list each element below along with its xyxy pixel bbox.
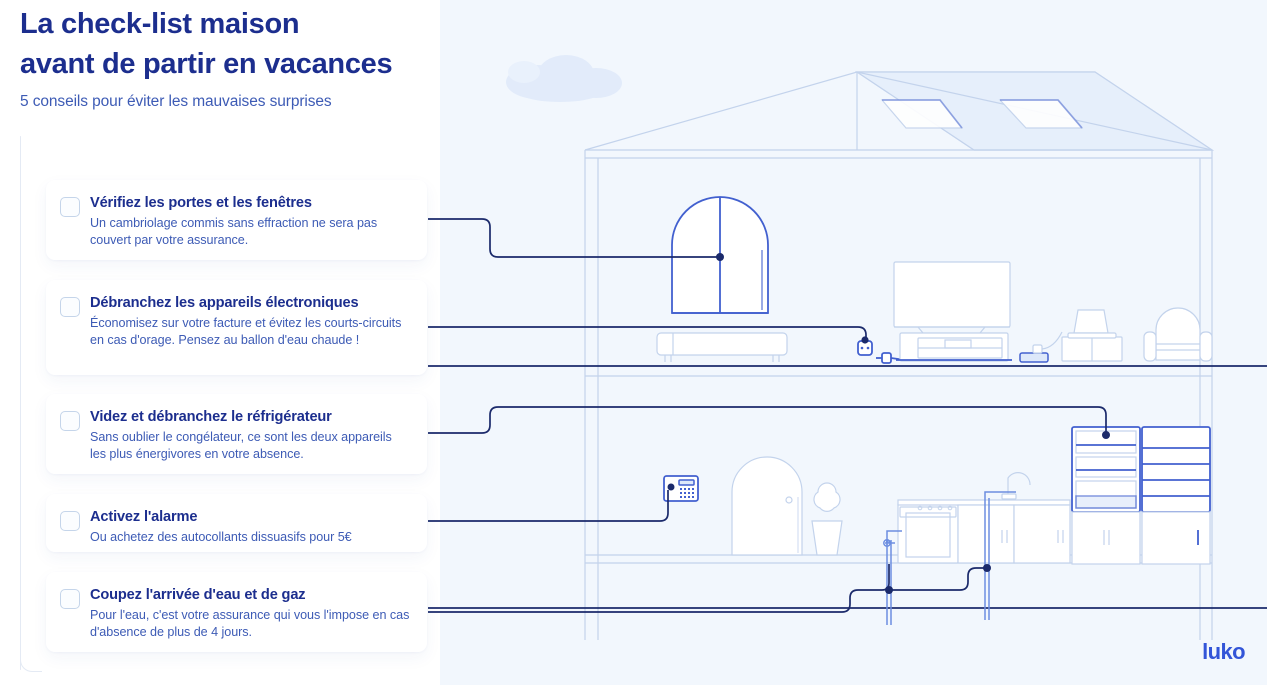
checklist-item-text: Activez l'alarme Ou achetez des autocoll… [90, 508, 411, 546]
page-subtitle: 5 conseils pour éviter les mauvaises sur… [20, 93, 332, 110]
checkbox-icon[interactable] [60, 411, 80, 431]
checklist-item-title: Activez l'alarme [90, 509, 198, 525]
header-block: La check-list maison avant de partir en … [20, 4, 435, 113]
checkbox-icon[interactable] [60, 511, 80, 531]
checkbox-icon[interactable] [60, 197, 80, 217]
checklist-item-title: Vérifiez les portes et les fenêtres [90, 195, 312, 211]
checklist-item-title: Débranchez les appareils électroniques [90, 295, 359, 311]
checklist-item-description: Un cambriolage commis sans effraction ne… [90, 216, 378, 247]
list-guide-rail [20, 136, 21, 670]
page-title-line-2: avant de partir en vacances [20, 48, 393, 80]
checklist-item-1[interactable]: Vérifiez les portes et les fenêtres Un c… [46, 180, 427, 260]
checklist-item-5[interactable]: Coupez l'arrivée d'eau et de gaz Pour l'… [46, 572, 427, 652]
checklist-item-text: Vérifiez les portes et les fenêtres Un c… [90, 194, 411, 248]
checklist-item-description: Pour l'eau, c'est votre assurance qui vo… [90, 608, 410, 639]
checklist-item-title: Videz et débranchez le réfrigérateur [90, 409, 332, 425]
checklist-item-description: Ou achetez des autocollants dissuasifs p… [90, 530, 352, 544]
checklist-item-2[interactable]: Débranchez les appareils électroniques É… [46, 280, 427, 375]
checklist-item-4[interactable]: Activez l'alarme Ou achetez des autocoll… [46, 494, 427, 552]
checklist-item-description: Sans oublier le congélateur, ce sont les… [90, 430, 392, 461]
checklist-item-text: Videz et débranchez le réfrigérateur San… [90, 408, 411, 462]
checklist-item-title: Coupez l'arrivée d'eau et de gaz [90, 587, 306, 603]
checklist-item-description: Économisez sur votre facture et évitez l… [90, 316, 402, 347]
page-title-line-1: La check-list maison [20, 8, 300, 40]
checklist-item-text: Coupez l'arrivée d'eau et de gaz Pour l'… [90, 586, 411, 640]
luko-logo: luko [1202, 639, 1245, 664]
checkbox-icon[interactable] [60, 297, 80, 317]
checkbox-icon[interactable] [60, 589, 80, 609]
illustration-panel-inner [442, 2, 1265, 683]
checklist-item-3[interactable]: Videz et débranchez le réfrigérateur San… [46, 394, 427, 474]
checklist-item-text: Débranchez les appareils électroniques É… [90, 294, 411, 348]
